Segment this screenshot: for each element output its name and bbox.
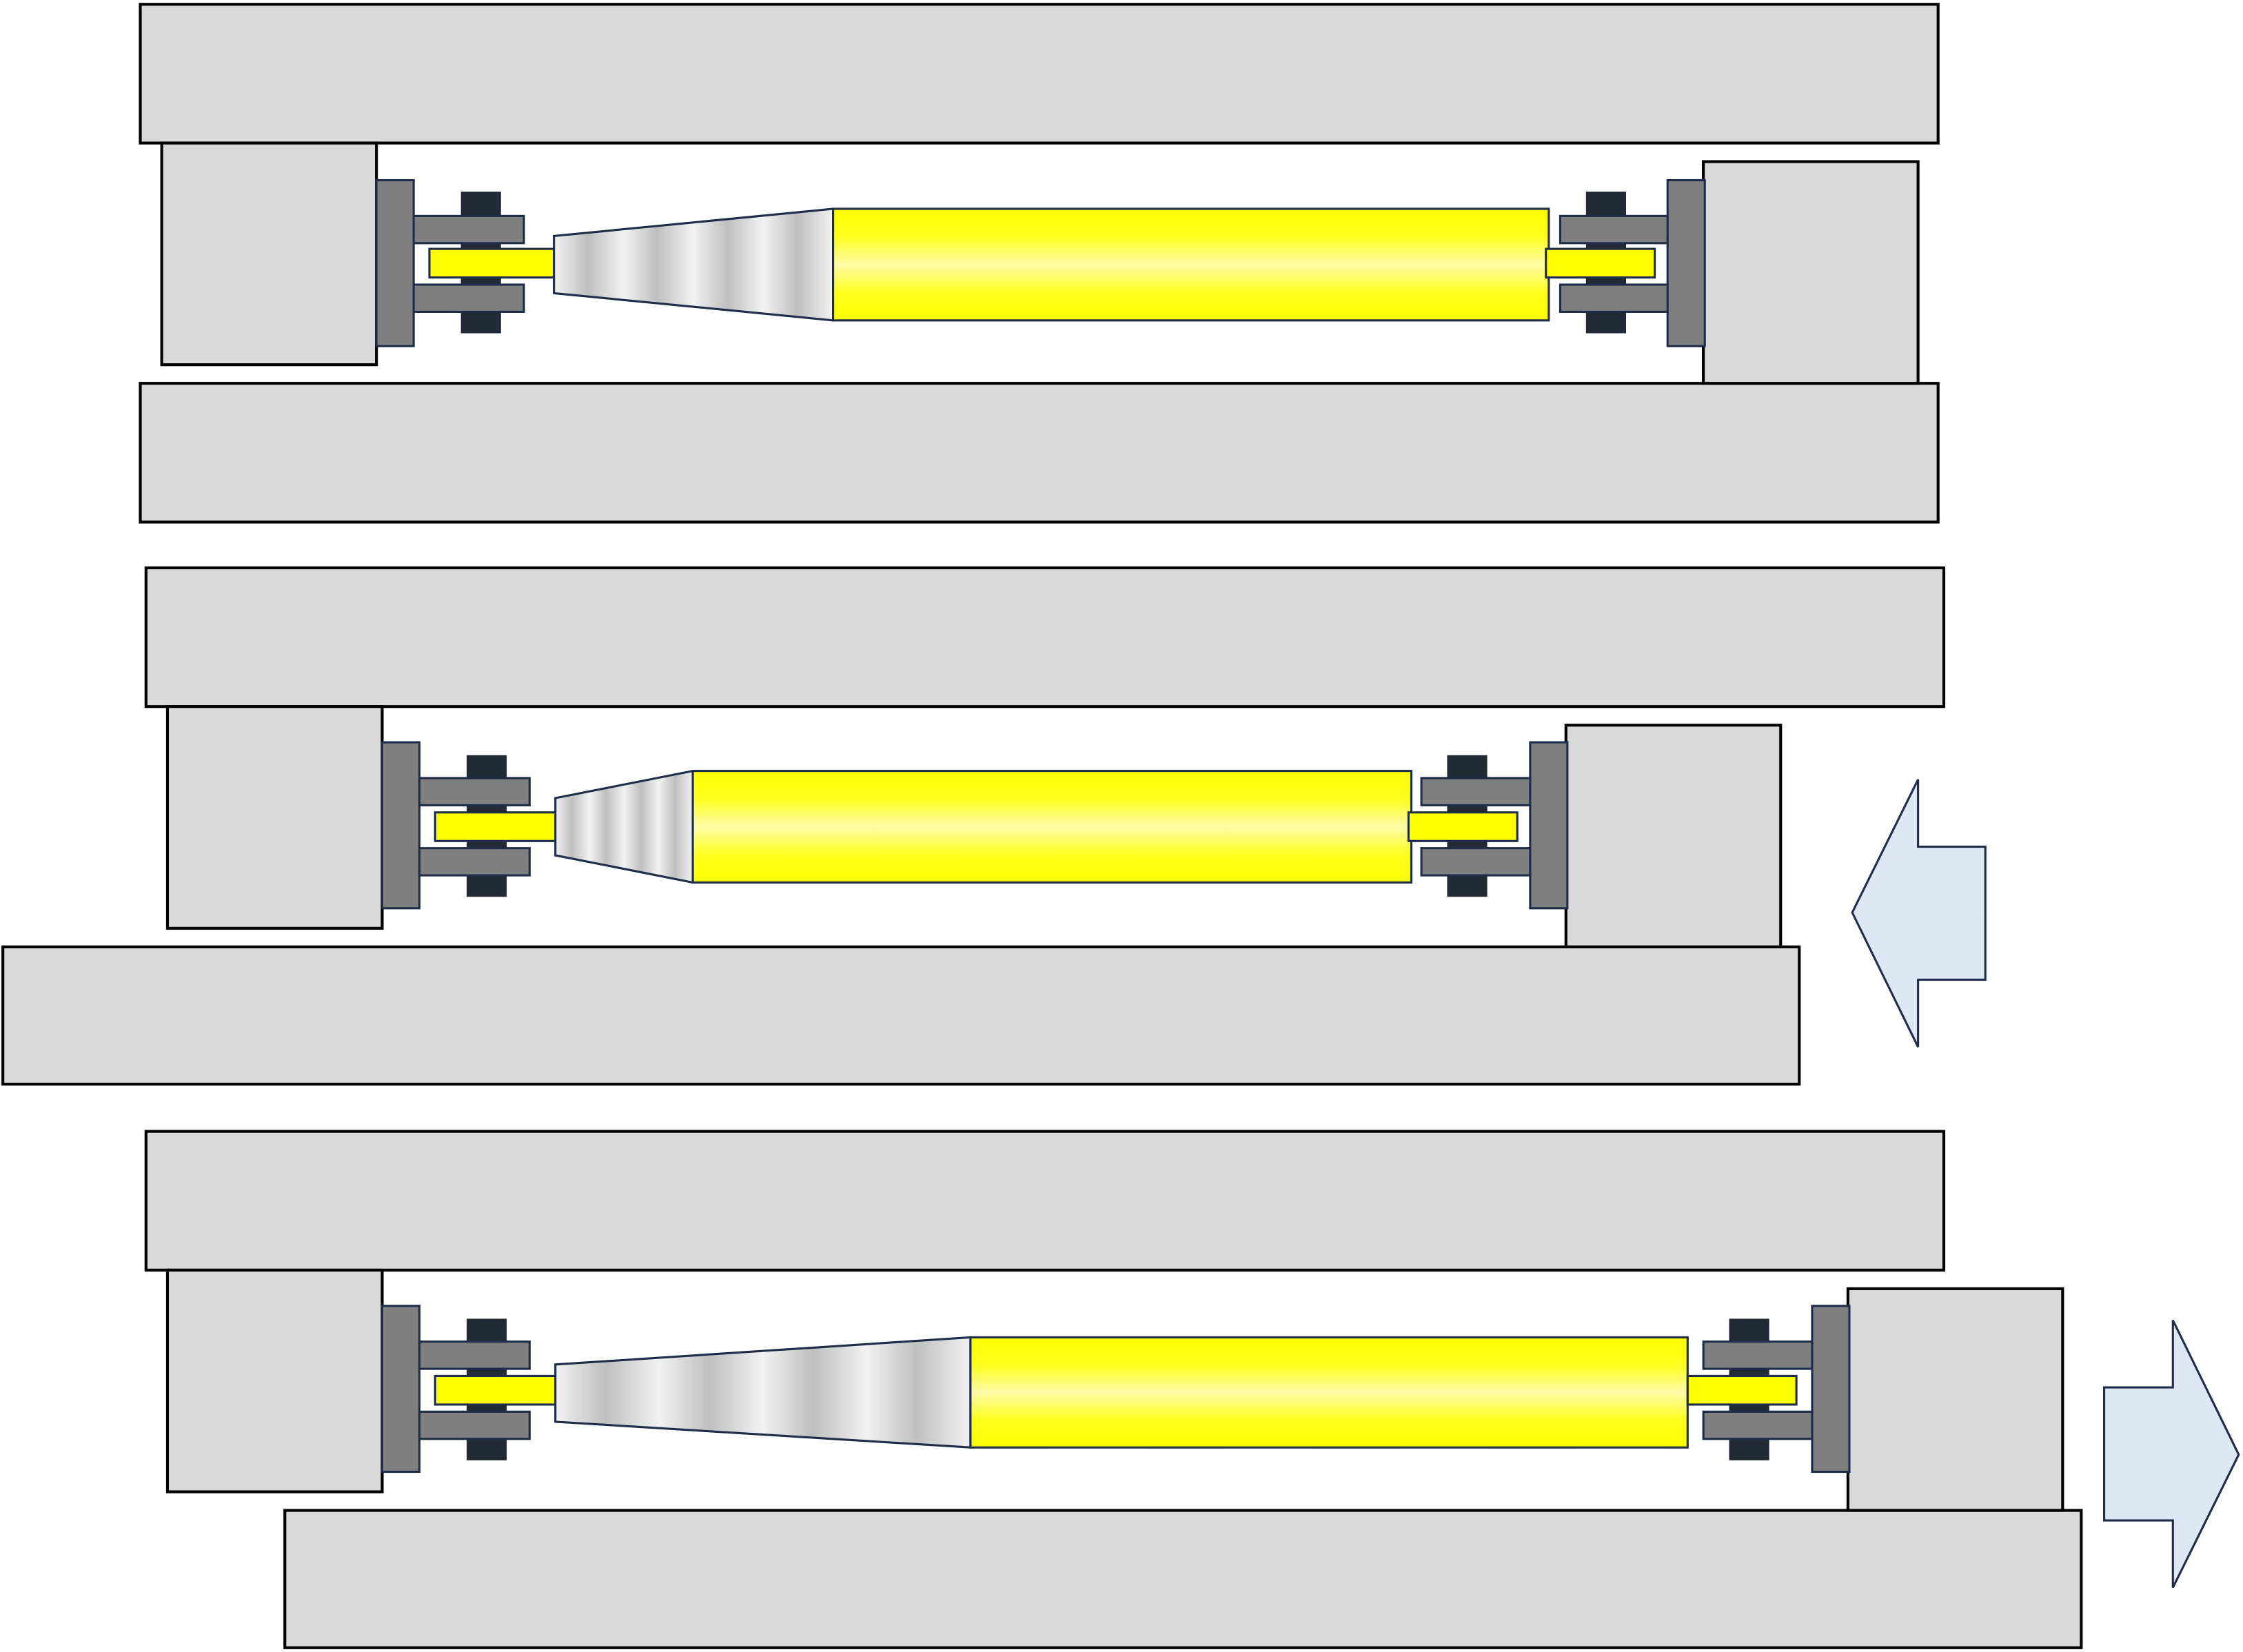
- left-clevis-top: [412, 214, 525, 245]
- right-clevis-bottom: [1702, 1410, 1815, 1440]
- yellow-cylinder-body: [832, 207, 1550, 322]
- left-support-block: [165, 705, 384, 930]
- yellow-cylinder-body: [691, 770, 1413, 884]
- left-flange-plate: [380, 1305, 420, 1473]
- panel-1: [139, 3, 1940, 524]
- right-arrow-icon: [2103, 1319, 2240, 1589]
- top-plate: [139, 3, 1940, 145]
- right-rod: [1686, 1374, 1798, 1406]
- right-clevis-bottom: [1420, 847, 1533, 877]
- right-flange-plate: [1666, 179, 1706, 347]
- right-flange-plate: [1529, 741, 1569, 910]
- bottom-plate: [139, 382, 1940, 524]
- left-rod: [434, 1374, 562, 1406]
- left-rod: [434, 811, 562, 842]
- panel-3: [144, 1130, 2240, 1649]
- left-clevis-bottom: [418, 847, 531, 877]
- panel-2: [1, 566, 1987, 1086]
- left-support-block: [165, 1268, 384, 1493]
- right-flange-plate: [1811, 1305, 1851, 1473]
- right-clevis-top: [1420, 777, 1533, 806]
- right-rod: [1545, 247, 1656, 279]
- right-clevis-top: [1559, 214, 1672, 245]
- left-clevis-top: [418, 1340, 531, 1370]
- tapered-steel-section: [554, 769, 694, 884]
- right-clevis-bottom: [1559, 283, 1672, 313]
- tapered-steel-section: [553, 207, 835, 322]
- tapered-steel-section: [554, 1336, 972, 1449]
- right-support-block: [1846, 1287, 2064, 1512]
- yellow-cylinder-body: [969, 1336, 1689, 1449]
- bottom-plate: [283, 1509, 2083, 1649]
- left-support-block: [160, 141, 378, 367]
- left-flange-plate: [380, 741, 420, 910]
- right-clevis-top: [1702, 1340, 1815, 1370]
- left-arrow-icon: [1851, 779, 1987, 1048]
- right-support-block: [1564, 724, 1783, 948]
- top-plate: [144, 1130, 1946, 1272]
- left-flange-plate: [375, 179, 415, 347]
- left-clevis-top: [418, 777, 531, 806]
- left-clevis-bottom: [418, 1410, 531, 1440]
- right-rod: [1407, 811, 1519, 842]
- left-rod: [428, 247, 557, 279]
- left-clevis-bottom: [412, 283, 525, 313]
- top-plate: [144, 566, 1946, 708]
- bottom-plate: [1, 945, 1801, 1086]
- right-support-block: [1702, 160, 1920, 385]
